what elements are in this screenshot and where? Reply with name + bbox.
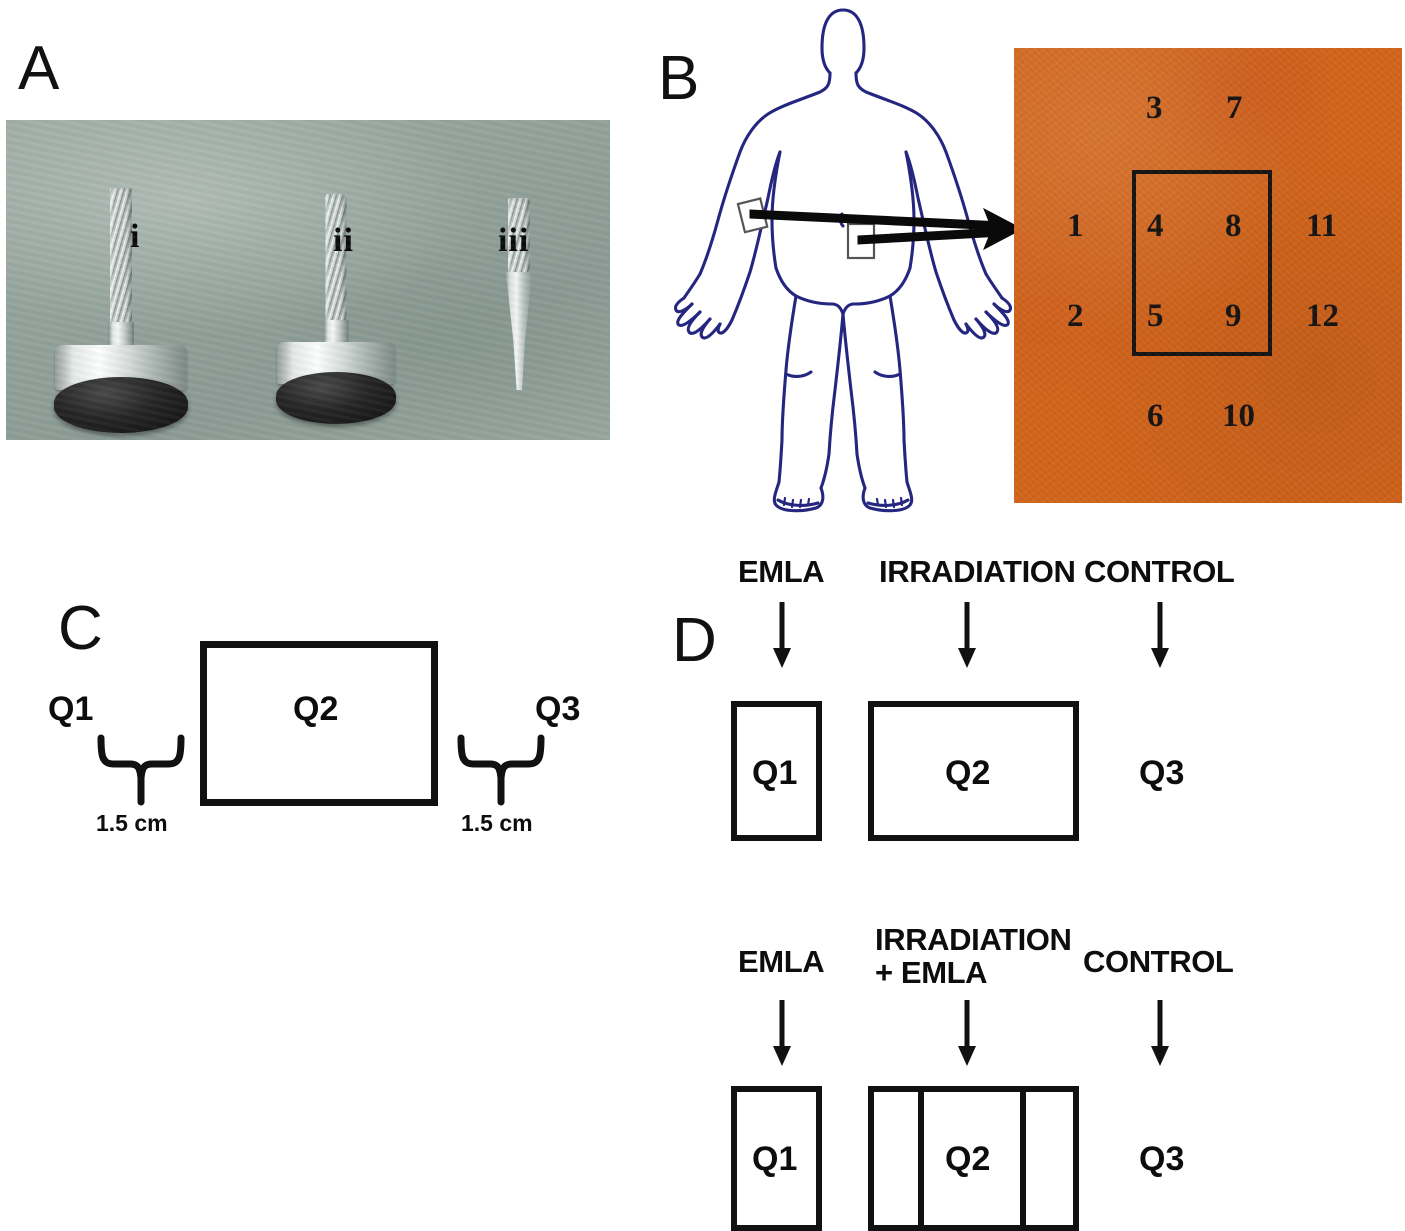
skin-site-number-5: 5 — [1147, 298, 1164, 334]
panel-c-right-brace — [457, 734, 545, 806]
arrowhead — [983, 207, 1022, 251]
probe-iii-label: iii — [498, 222, 530, 259]
arrow-from-abdomen — [857, 227, 1003, 245]
skin-site-number-7: 7 — [1226, 90, 1243, 126]
panel-label-b: B — [658, 44, 700, 113]
d-bottom-arrow-emla — [773, 1000, 791, 1066]
panel-label-c: C — [58, 594, 103, 663]
d-bottom-q1-label: Q1 — [752, 1140, 798, 1178]
d-bottom-heading-emla: EMLA — [738, 944, 825, 979]
panel-label-a: A — [18, 34, 60, 103]
d-bottom-q2-label: Q2 — [945, 1140, 991, 1178]
d-bottom-heading-control: CONTROL — [1083, 944, 1234, 979]
probe-i-threaded-shaft — [110, 188, 132, 328]
probe-i — [41, 170, 201, 433]
d-top-q3-label: Q3 — [1139, 754, 1185, 792]
skin-patch-inner-rectangle — [1132, 170, 1272, 356]
d-top-arrow-irradiation — [958, 602, 976, 668]
d-top-arrow-control — [1151, 602, 1169, 668]
d-bottom-arrow-control — [1151, 1000, 1169, 1066]
panel-label-d: D — [672, 606, 717, 675]
probe-ii-black-pad — [276, 372, 396, 424]
probe-ii-label: ii — [333, 222, 354, 259]
d-bottom-q1-box — [731, 1086, 822, 1231]
d-top-q1-label: Q1 — [752, 754, 798, 792]
skin-site-number-12: 12 — [1306, 298, 1339, 334]
panel-c-q2-label: Q2 — [293, 690, 339, 728]
d-top-q1-box — [731, 701, 822, 841]
skin-site-number-1: 1 — [1067, 208, 1084, 244]
panel-c-left-brace — [97, 734, 185, 806]
panel-c-q1-label: Q1 — [48, 690, 94, 728]
d-top-heading-emla: EMLA — [738, 554, 825, 589]
d-bottom-q2-divider-right — [1020, 1092, 1026, 1225]
panel-d-treatment-allocation: EMLA IRRADIATION CONTROL Q1 Q2 Q3 EMLA I… — [640, 530, 1405, 1231]
skin-site-number-3: 3 — [1146, 90, 1163, 126]
skin-site-number-11: 11 — [1306, 208, 1338, 244]
probe-ii-neck — [323, 320, 349, 346]
d-top-heading-irradiation: IRRADIATION — [879, 554, 1076, 589]
probe-iii-threaded-shaft — [508, 198, 530, 276]
panel-c-q2-rectangle — [200, 641, 438, 806]
skin-site-number-10: 10 — [1222, 398, 1255, 434]
probe-iii — [474, 178, 564, 408]
d-bottom-q3-label: Q3 — [1139, 1140, 1185, 1178]
panel-c-q3-label: Q3 — [535, 690, 581, 728]
d-top-q2-box — [868, 701, 1079, 841]
d-top-arrow-emla — [773, 602, 791, 668]
skin-site-number-2: 2 — [1067, 298, 1084, 334]
site-to-patch-arrows — [749, 207, 1022, 251]
panel-c-right-dimension-label: 1.5 cm — [461, 810, 533, 836]
d-bottom-q2-divider-left — [918, 1092, 924, 1225]
probe-i-black-pad — [54, 377, 188, 433]
panel-c-quadrant-layout: Q1 Q2 Q3 1.5 cm 1.5 cm — [0, 0, 640, 900]
probe-ii — [261, 176, 411, 426]
skin-site-number-8: 8 — [1225, 208, 1242, 244]
d-top-q2-label: Q2 — [945, 754, 991, 792]
skin-site-number-6: 6 — [1147, 398, 1164, 434]
arrow-from-forearm — [749, 209, 1003, 231]
d-top-heading-control: CONTROL — [1084, 554, 1235, 589]
skin-site-number-4: 4 — [1147, 208, 1164, 244]
probe-ii-threaded-shaft — [325, 194, 347, 326]
panel-c-left-dimension-label: 1.5 cm — [96, 810, 168, 836]
probe-i-label: i — [130, 218, 141, 255]
d-bottom-arrow-irradiation-emla — [958, 1000, 976, 1066]
skin-test-patch: 3 7 1 4 8 11 2 5 9 12 6 10 — [1014, 48, 1402, 503]
panel-a-probe-photograph: i ii iii — [6, 120, 610, 440]
skin-site-number-9: 9 — [1225, 298, 1242, 334]
d-bottom-heading-irradiation-emla: IRRADIATION + EMLA — [875, 922, 1072, 990]
